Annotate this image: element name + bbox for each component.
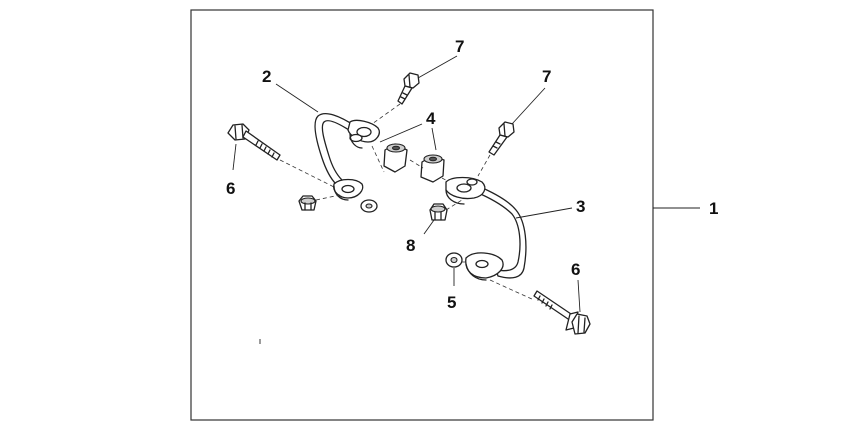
screw-upper-left-leader (417, 55, 458, 79)
collar-left (383, 143, 408, 173)
bolt-right-axis (489, 279, 535, 301)
collar-axis-left (371, 145, 385, 173)
bolt-left (227, 123, 281, 161)
bolt-left-leader (232, 143, 237, 171)
washer-right (445, 252, 463, 268)
screw-upper-left (397, 72, 420, 105)
collar-leader-a (379, 123, 423, 143)
callout-5: 5 (447, 293, 456, 312)
screw-upper-right-leader (511, 87, 546, 125)
nut-right (429, 203, 448, 221)
screw-upper-right (488, 121, 515, 156)
nut-left (298, 195, 317, 211)
nut-axis (445, 199, 463, 211)
left-bar-leader (275, 83, 319, 113)
screw-upper-right-axis (477, 154, 491, 177)
callout-8: 8 (406, 236, 415, 255)
callout-7-left: 7 (455, 37, 464, 56)
collar-axis-mid (409, 159, 424, 169)
callout-7-right: 7 (542, 67, 551, 86)
collar-leader-b (431, 127, 437, 151)
diagram-frame (190, 9, 654, 421)
callout-6-left: 6 (226, 179, 235, 198)
callout-3: 3 (576, 197, 585, 216)
washer-left (360, 199, 378, 213)
callout-4: 4 (426, 109, 436, 128)
right-bar-leader (515, 207, 573, 219)
bolt-right-leader (577, 279, 581, 313)
callout-2: 2 (262, 67, 271, 86)
bolt-right (533, 290, 591, 335)
screw-upper-left-axis (371, 103, 401, 125)
callout-1: 1 (709, 199, 718, 218)
nut-leader (423, 219, 435, 235)
callout-6-right: 6 (571, 260, 580, 279)
collar-right (420, 154, 445, 183)
left-lower-axis (315, 194, 341, 201)
left-guard-bar (314, 112, 380, 201)
right-guard-bar (445, 176, 527, 281)
